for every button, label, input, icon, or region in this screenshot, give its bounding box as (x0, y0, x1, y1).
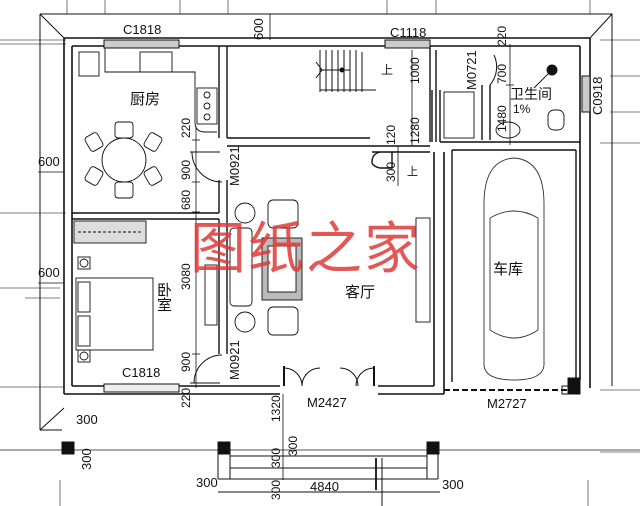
dim-bottom-width-4840: 4840 (310, 479, 339, 494)
dim-bath-700: 700 (495, 63, 509, 84)
room-label-garage: 车库 (493, 260, 524, 278)
dim-bath-1480: 1480 (495, 105, 509, 132)
dim-kitchen-680: 680 (179, 189, 193, 210)
windows (103, 39, 591, 393)
dimension-lines (38, 14, 514, 480)
dim-bedroom-900: 900 (179, 351, 193, 372)
dim-porch-300a: 300 (286, 435, 300, 456)
dim-column-300-h: 300 (76, 412, 98, 427)
dim-left-lower: 600 (38, 265, 60, 280)
living-furniture (229, 199, 431, 336)
dim-bottom-right-300: 300 (442, 477, 464, 492)
door-label-bath: M0721 (464, 50, 479, 90)
door-label-bedroom: M0921 (227, 340, 242, 380)
watermark: 图纸之家 (190, 217, 422, 282)
car (483, 157, 545, 381)
floor-slope-label: 1% (513, 102, 531, 116)
dim-kitchen-220: 220 (179, 117, 193, 138)
door-label-garage: M2727 (487, 396, 527, 411)
dim-stair-1000: 1000 (408, 57, 422, 84)
kitchen-fixtures (78, 48, 218, 199)
dim-stair-120: 120 (384, 124, 398, 145)
bathroom-fixtures (443, 64, 565, 139)
dim-bath-220: 220 (495, 25, 509, 46)
roof-outline (39, 13, 613, 431)
door-label-kitchen: M0921 (227, 146, 242, 186)
window-label-stair: C1118 (390, 25, 427, 40)
exterior-walls (63, 37, 591, 395)
dim-porch-1320: 1320 (269, 395, 283, 422)
dim-left-upper: 600 (38, 154, 60, 169)
room-label-bedroom: 卧室 (155, 282, 173, 312)
window-label-bath: C0918 (590, 76, 605, 115)
stairs-up-label: 上 (381, 63, 394, 77)
stairs (315, 50, 376, 92)
porch (61, 377, 581, 506)
room-label-bathroom: 卫生间 (510, 87, 552, 103)
dim-column-300-v: 300 (79, 448, 94, 470)
dim-porch-300b: 300 (269, 447, 283, 468)
dim-kitchen-900: 900 (179, 159, 193, 180)
bedroom-fixtures (73, 220, 218, 363)
door-label-entrance: M2427 (307, 395, 347, 410)
room-label-kitchen: 厨房 (130, 90, 161, 108)
dim-bottom-left-300: 300 (196, 475, 218, 490)
dim-bedroom-3080: 3080 (179, 263, 193, 290)
dim-bottom-220: 220 (179, 387, 193, 408)
interior-walls (72, 46, 580, 382)
dim-stair-300: 300 (384, 161, 398, 182)
stairs-up-label-2: 上 (407, 165, 418, 178)
dim-stair-1280: 1280 (408, 117, 422, 144)
window-label-kitchen: C1818 (123, 22, 162, 37)
dim-top-overhang: 600 (251, 18, 266, 40)
room-label-living-room: 客厅 (345, 283, 376, 301)
window-label-bedroom: C1818 (122, 365, 161, 380)
doors (190, 54, 568, 391)
dim-porch-300c: 300 (269, 479, 283, 500)
